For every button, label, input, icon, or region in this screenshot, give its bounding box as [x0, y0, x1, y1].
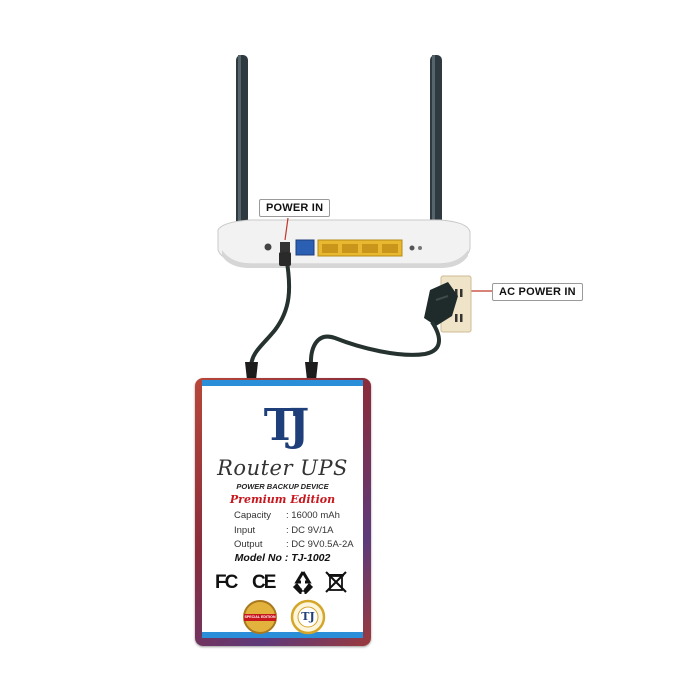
spec-output-value: : DC 9V0.5A-2A	[286, 539, 354, 550]
original-seal-icon	[290, 599, 326, 635]
edition-label: Premium Edition	[229, 493, 336, 506]
weee-bin-icon	[325, 571, 347, 593]
recycle-icon	[292, 571, 314, 594]
right-antenna	[430, 55, 442, 235]
fcc-icon: FC	[215, 572, 238, 593]
power-adapter-icon	[424, 282, 458, 326]
power-in-pointer	[284, 217, 289, 241]
spec-input-label: Input	[234, 525, 256, 536]
spec-capacity-value: : 16000 mAh	[286, 510, 340, 521]
reset-hole	[264, 243, 272, 251]
lan-ports	[317, 239, 403, 257]
ce-icon: CE	[252, 572, 276, 593]
power-in-label: POWER IN	[259, 199, 331, 217]
ups-plug-right	[305, 362, 318, 380]
tj-logo-text: TJ	[263, 400, 310, 451]
left-antenna	[236, 55, 248, 235]
spec-capacity-label: Capacity	[234, 510, 271, 521]
product-subtitle: POWER BACKUP DEVICE	[236, 482, 329, 491]
ac-power-in-label: AC POWER IN	[492, 283, 583, 301]
router	[217, 219, 471, 268]
tj-logo: TJ	[202, 400, 363, 452]
wan-port	[295, 239, 315, 256]
router-cable	[249, 255, 292, 367]
product-name: Router UPS	[217, 456, 348, 480]
model-number: Model No : TJ-1002	[234, 552, 331, 564]
special-edition-text: SPECIAL EDITION	[244, 615, 276, 619]
ups-label: TJ Router UPS POWER BACKUP DEVICE Premiu…	[202, 380, 363, 638]
special-edition-badge-icon	[243, 600, 277, 634]
ups-plug-left	[245, 362, 258, 380]
original-seal-logo: TJ	[301, 610, 315, 623]
adapter-cable	[308, 320, 441, 367]
spec-input-value: : DC 9V/1A	[286, 525, 334, 536]
power-port	[280, 242, 290, 252]
spec-output-label: Output	[234, 539, 263, 550]
router-plug	[279, 252, 291, 266]
